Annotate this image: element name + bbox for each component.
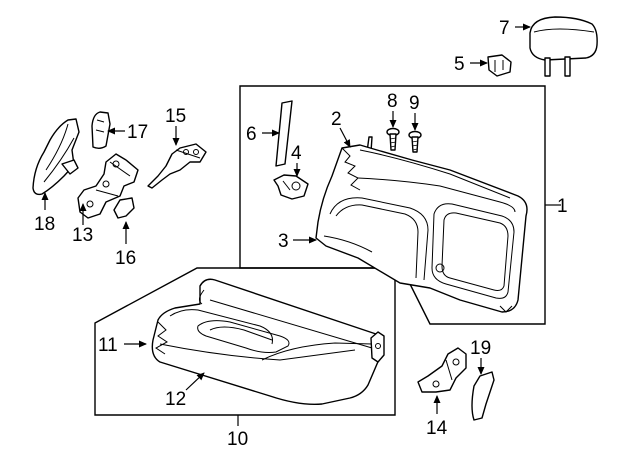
callout-11: 11 — [98, 335, 118, 356]
callout-9: 9 — [409, 93, 420, 114]
seat-cushion-part — [151, 278, 385, 406]
cushion-assembly-frame — [94, 267, 396, 416]
callout-19: 19 — [470, 338, 491, 359]
bolster-clip-part — [91, 111, 111, 149]
bolt-part-9 — [408, 130, 422, 153]
seat-back-part — [315, 136, 528, 313]
trim-strip-part — [275, 100, 293, 167]
side-bolster-part — [32, 118, 80, 196]
callout-4: 4 — [291, 143, 302, 164]
headrest-part — [529, 16, 598, 77]
callout-7: 7 — [499, 18, 510, 39]
callout-17: 17 — [127, 122, 148, 143]
cushion-hinge-bracket-part — [417, 347, 467, 393]
small-cover-part — [113, 197, 135, 219]
latch-bracket-part — [273, 174, 309, 200]
leader-2 — [339, 127, 351, 148]
callout-3: 3 — [278, 231, 289, 252]
callout-16: 16 — [115, 248, 136, 269]
callout-5: 5 — [454, 54, 465, 75]
end-cover-part — [471, 371, 495, 421]
callout-18: 18 — [34, 214, 55, 235]
hinge-bracket-part — [77, 153, 139, 219]
bolt-part-8 — [386, 127, 400, 151]
callout-10: 10 — [227, 429, 248, 450]
callout-15: 15 — [165, 106, 186, 127]
callout-14: 14 — [426, 418, 448, 439]
callout-2: 2 — [331, 109, 342, 130]
callout-6: 6 — [246, 124, 257, 145]
headrest-guide-part — [487, 54, 512, 77]
callout-13: 13 — [72, 225, 93, 246]
callout-12: 12 — [165, 389, 186, 410]
leader-12 — [185, 372, 205, 391]
callout-1: 1 — [557, 196, 568, 217]
lever-bracket-part — [147, 143, 207, 189]
callout-8: 8 — [387, 91, 398, 112]
